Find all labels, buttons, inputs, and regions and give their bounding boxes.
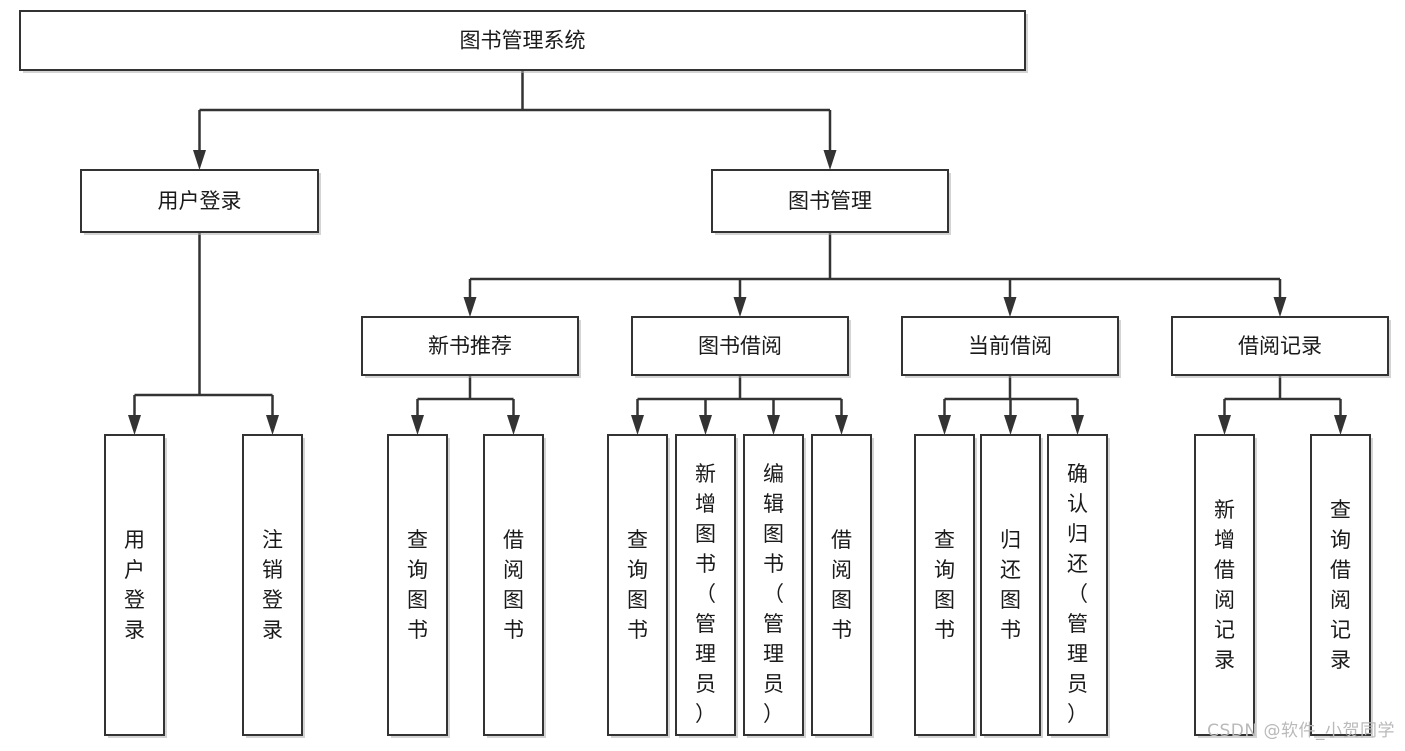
node-label: 图书管理系统 — [460, 29, 586, 53]
node-label: 图书借阅 — [698, 334, 782, 358]
node-query-book-2[interactable]: 查询图书 — [607, 434, 670, 738]
node-box[interactable] — [80, 169, 319, 233]
node-borrow-book-1[interactable]: 借阅图书 — [483, 434, 546, 738]
node-box[interactable] — [743, 434, 804, 736]
arrow-head-icon — [411, 415, 424, 435]
node-label: 注销登录 — [262, 528, 283, 642]
node-box[interactable] — [387, 434, 448, 736]
arrow-head-icon — [767, 415, 780, 435]
node-label: 查询图书 — [627, 528, 648, 642]
node-current-borrow[interactable]: 当前借阅 — [901, 316, 1121, 378]
node-user-login-do[interactable]: 用户登录 — [104, 434, 167, 738]
node-box[interactable] — [675, 434, 736, 736]
node-box[interactable] — [1194, 434, 1255, 736]
arrow-head-icon — [507, 415, 520, 435]
node-label: 图书管理 — [788, 189, 872, 213]
node-label: 新增图书（管理员） — [695, 462, 716, 726]
node-edit-book[interactable]: 编辑图书（管理员） — [743, 434, 806, 738]
node-add-borrow-record[interactable]: 新增借阅记录 — [1194, 434, 1257, 738]
node-box[interactable] — [711, 169, 949, 233]
arrow-head-icon — [1071, 415, 1084, 435]
node-label: 归还图书 — [1000, 528, 1021, 642]
arrow-head-icon — [938, 415, 951, 435]
arrow-head-icon — [823, 150, 837, 170]
node-book-borrow[interactable]: 图书借阅 — [631, 316, 851, 378]
node-label: 当前借阅 — [968, 334, 1052, 358]
node-label: 借阅图书 — [831, 528, 852, 642]
arrow-head-icon — [1334, 415, 1347, 435]
node-user-logout[interactable]: 注销登录 — [242, 434, 305, 738]
node-book-management[interactable]: 图书管理 — [711, 169, 951, 235]
arrow-head-icon — [835, 415, 848, 435]
node-label: 借阅记录 — [1238, 334, 1322, 358]
node-label: 用户登录 — [124, 528, 145, 642]
arrow-head-icon — [699, 415, 712, 435]
node-label: 查询借阅记录 — [1330, 498, 1351, 672]
node-user-login[interactable]: 用户登录 — [80, 169, 321, 235]
arrow-head-icon — [1003, 297, 1017, 317]
node-box[interactable] — [104, 434, 165, 736]
arrow-head-icon — [128, 415, 141, 435]
node-box[interactable] — [1047, 434, 1108, 736]
node-root[interactable]: 图书管理系统 — [19, 10, 1028, 73]
node-box[interactable] — [19, 10, 1026, 71]
node-label: 确认归还（管理员） — [1067, 462, 1088, 726]
node-label: 新书推荐 — [428, 334, 512, 358]
node-label: 查询图书 — [407, 528, 428, 642]
node-box[interactable] — [901, 316, 1119, 376]
arrow-head-icon — [1004, 415, 1017, 435]
node-box[interactable] — [242, 434, 303, 736]
node-box[interactable] — [914, 434, 975, 736]
node-box[interactable] — [811, 434, 872, 736]
node-box[interactable] — [607, 434, 668, 736]
arrow-head-icon — [733, 297, 747, 317]
node-query-borrow-record[interactable]: 查询借阅记录 — [1310, 434, 1373, 738]
node-add-book[interactable]: 新增图书（管理员） — [675, 434, 738, 738]
node-box[interactable] — [483, 434, 544, 736]
node-label: 查询图书 — [934, 528, 955, 642]
node-borrow-book-2[interactable]: 借阅图书 — [811, 434, 874, 738]
node-query-book-1[interactable]: 查询图书 — [387, 434, 450, 738]
arrow-head-icon — [193, 150, 206, 170]
node-label: 借阅图书 — [503, 528, 524, 642]
node-query-book-3[interactable]: 查询图书 — [914, 434, 977, 738]
node-box[interactable] — [1310, 434, 1371, 736]
node-box[interactable] — [1171, 316, 1389, 376]
arrow-head-icon — [631, 415, 644, 435]
arrow-head-icon — [266, 415, 279, 435]
node-new-book-recommend[interactable]: 新书推荐 — [361, 316, 581, 378]
node-return-book[interactable]: 归还图书 — [980, 434, 1043, 738]
node-borrow-record[interactable]: 借阅记录 — [1171, 316, 1391, 378]
node-box[interactable] — [631, 316, 849, 376]
node-box[interactable] — [980, 434, 1041, 736]
arrow-head-icon — [1273, 297, 1287, 317]
node-label: 编辑图书（管理员） — [763, 462, 784, 726]
node-confirm-return[interactable]: 确认归还（管理员） — [1047, 434, 1110, 738]
node-label: 用户登录 — [158, 189, 242, 213]
watermark-text: CSDN @软件_小贺同学 — [1207, 721, 1395, 741]
node-box[interactable] — [361, 316, 579, 376]
node-label: 新增借阅记录 — [1214, 498, 1235, 672]
arrow-head-icon — [463, 297, 477, 317]
arrow-head-icon — [1218, 415, 1231, 435]
